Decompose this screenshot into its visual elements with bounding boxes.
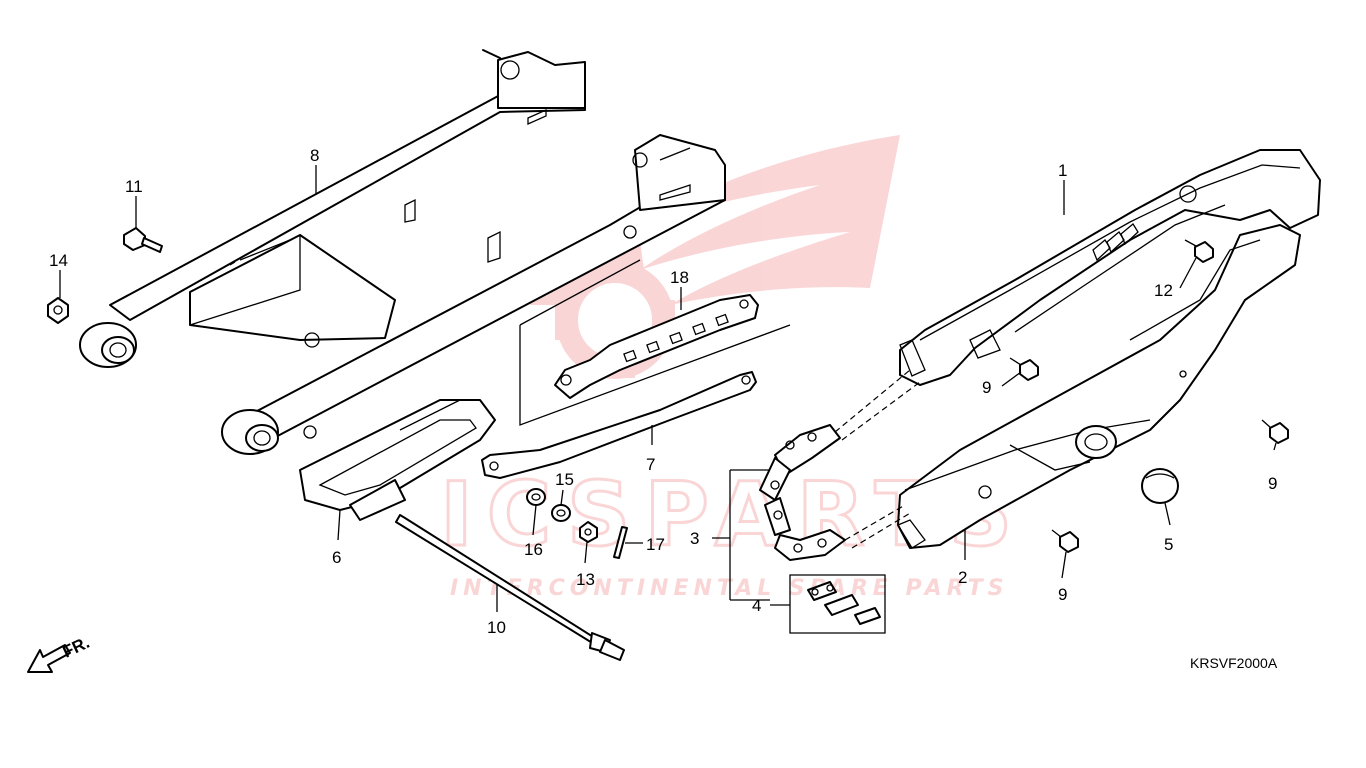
chain-slider	[299, 399, 496, 521]
bolt-9-upper	[1009, 357, 1039, 381]
chain-case-upper	[899, 149, 1321, 386]
arrow-down-left-icon	[27, 644, 71, 673]
drive-chain	[759, 369, 921, 561]
callout-13: 13	[576, 570, 595, 589]
pivot-bolt	[395, 514, 625, 661]
callout-9-right: 9	[1268, 474, 1277, 493]
hardware-13-nut	[579, 521, 598, 543]
hardware-11-bolt	[123, 227, 163, 253]
hardware-15-washer	[551, 504, 571, 522]
callout-17: 17	[646, 535, 665, 554]
callout-10: 10	[487, 618, 506, 637]
callout-7: 7	[646, 455, 655, 474]
callout-9-upper: 9	[982, 378, 991, 397]
callout-9-lower: 9	[1058, 585, 1067, 604]
callout-15: 15	[555, 470, 574, 489]
front-direction-indicator: FR.	[27, 633, 93, 673]
callout-2: 2	[958, 568, 967, 587]
cover-cap	[1141, 468, 1179, 504]
callout-18: 18	[670, 268, 689, 287]
hardware-14-nut	[47, 297, 69, 324]
leader-lines	[59, 165, 1277, 612]
callout-3: 3	[690, 529, 699, 548]
bolt-12	[1184, 239, 1214, 263]
chain-guide-strip	[481, 371, 757, 479]
callout-16: 16	[524, 540, 543, 559]
hardware-17-clip	[613, 526, 628, 559]
callout-5: 5	[1164, 535, 1173, 554]
hardware-16-washer	[526, 488, 546, 506]
bolt-9-lower	[1051, 529, 1079, 553]
callout-1: 1	[1058, 161, 1067, 180]
master-link	[789, 574, 886, 634]
callout-6: 6	[332, 548, 341, 567]
callout-8: 8	[310, 146, 319, 165]
swingarm	[79, 49, 726, 455]
watermark-tagline: INTERCONTINENTAL SPARE PARTS	[450, 576, 1008, 601]
front-label: FR.	[60, 633, 93, 662]
bolt-9-right	[1261, 419, 1289, 444]
chain-case-lower	[897, 224, 1301, 549]
callout-11: 11	[125, 177, 143, 196]
diagram-code: KRSVF2000A	[1190, 655, 1278, 671]
chain-guide-plate	[519, 259, 791, 426]
callout-4: 4	[752, 596, 761, 615]
callout-labels: 1 2 3 4 5 6 7 8 9 9 9 10 11 12 13 14 15 …	[49, 146, 1277, 637]
callout-14: 14	[49, 251, 68, 270]
callout-12: 12	[1154, 281, 1173, 300]
